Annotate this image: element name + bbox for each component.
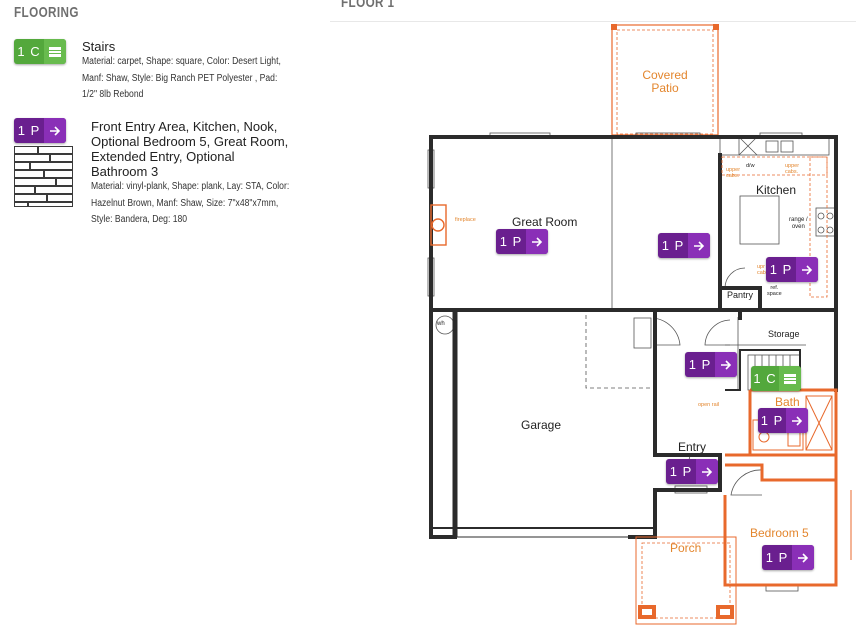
room-kitchen: Kitchen <box>756 183 797 197</box>
ref-space-label: ref. space <box>767 285 782 297</box>
arrow-right-icon <box>696 459 718 484</box>
label-line: cabs. <box>785 169 799 175</box>
arrow-right-icon <box>44 118 66 143</box>
badge-code: 1 P <box>688 357 712 372</box>
room-label-line: Covered <box>642 68 688 82</box>
arrow-right-icon <box>715 352 737 377</box>
great-room-plank-badge[interactable]: 1 P <box>496 229 548 254</box>
badge-code: 1 C <box>753 371 777 386</box>
room-garage: Garage <box>521 418 562 432</box>
room-pantry: Pantry <box>727 290 754 300</box>
desc-line: Material: carpet, Shape: square, Color: … <box>82 56 281 67</box>
bath-plank-badge[interactable]: 1 P <box>758 408 808 433</box>
arrow-right-icon <box>792 545 814 570</box>
label-line: range / <box>789 217 808 223</box>
label-line: upper <box>726 167 741 173</box>
badge-code: 1 C <box>17 44 41 59</box>
upper-cabs-left-label: upper cabs. <box>726 167 740 179</box>
fireplace-label: fireplace <box>455 217 476 223</box>
plank-swatch-icon <box>14 146 73 207</box>
room-great-room: Great Room <box>512 215 578 229</box>
label-line: space <box>767 291 782 297</box>
legend-stairs-name: Stairs <box>82 39 116 54</box>
name-line: Bathroom 3 <box>91 164 159 179</box>
legend-plank-desc: Material: vinyl-plank, Shape: plank, Lay… <box>91 179 289 229</box>
side-cabs-label: upr cab. <box>757 264 767 276</box>
label-line: cab. <box>757 270 768 276</box>
water-heater-label: wh <box>437 321 445 327</box>
arrow-right-icon <box>786 408 808 433</box>
desc-line: Style: Bandera, Deg: 180 <box>91 214 188 225</box>
name-line: Extended Entry, Optional <box>91 149 235 164</box>
open-rail-label: open rail <box>698 402 720 408</box>
kitchen-plank-badge[interactable]: 1 P <box>766 257 818 282</box>
legend-plank-name: Front Entry Area, Kitchen, Nook, Optiona… <box>91 119 288 179</box>
room-entry: Entry <box>678 440 707 454</box>
badge-code: 1 P <box>661 238 685 253</box>
label-line: oven <box>791 224 805 230</box>
arrow-right-icon <box>526 229 548 254</box>
name-line: Front Entry Area, Kitchen, Nook, <box>91 119 278 134</box>
badge-code: 1 P <box>669 464 693 479</box>
flooring-title: FLOORING <box>14 4 79 21</box>
badge-code: 1 P <box>17 123 41 138</box>
legend-stairs-badge[interactable]: 1 C <box>14 39 66 64</box>
nook-plank-badge[interactable]: 1 P <box>658 233 710 258</box>
room-porch: Porch <box>670 541 702 555</box>
stairs-icon <box>44 39 66 64</box>
badge-code: 1 P <box>760 413 784 428</box>
room-storage: Storage <box>768 329 800 339</box>
stairs-icon <box>779 366 801 391</box>
entry-plank-badge[interactable]: 1 P <box>666 459 718 484</box>
label-line: ref. <box>770 285 779 291</box>
label-line: upr <box>757 264 765 270</box>
legend-stairs-desc: Material: carpet, Shape: square, Color: … <box>82 54 281 104</box>
arrow-right-icon <box>688 233 710 258</box>
dishwasher-label: d/w <box>746 163 755 169</box>
range-oven-label: range / oven <box>789 217 808 231</box>
room-label-line: Patio <box>651 81 679 95</box>
arrow-right-icon <box>796 257 818 282</box>
hall-plank-badge[interactable]: 1 P <box>685 352 737 377</box>
label-line: cabs. <box>726 173 740 179</box>
floor-divider <box>330 21 856 22</box>
room-bedroom-5: Bedroom 5 <box>750 526 809 540</box>
stairs-carpet-badge[interactable]: 1 C <box>751 366 801 391</box>
room-bath: Bath <box>775 395 800 409</box>
desc-line: Hazelnut Brown, Manf: Shaw, Size: 7"x48"… <box>91 197 279 209</box>
badge-code: 1 P <box>765 550 789 565</box>
upper-cabs-right-label: upper cabs. <box>785 163 799 175</box>
badge-code: 1 P <box>499 234 523 249</box>
bedroom-5-plank-badge[interactable]: 1 P <box>762 545 814 570</box>
room-covered-patio: Covered Patio <box>635 69 695 95</box>
name-line: Optional Bedroom 5, Great Room, <box>91 134 289 149</box>
legend-plank-badge[interactable]: 1 P <box>14 118 66 143</box>
desc-line: Material: vinyl-plank, Shape: plank, Lay… <box>91 181 290 192</box>
label-line: upper <box>785 163 800 169</box>
desc-line: Manf: Shaw, Style: Big Ranch PET Polyest… <box>82 72 278 84</box>
badge-code: 1 P <box>769 262 793 277</box>
desc-line: 1/2" 8lb Rebond <box>82 89 144 100</box>
floor-title: FLOOR 1 <box>341 0 395 11</box>
